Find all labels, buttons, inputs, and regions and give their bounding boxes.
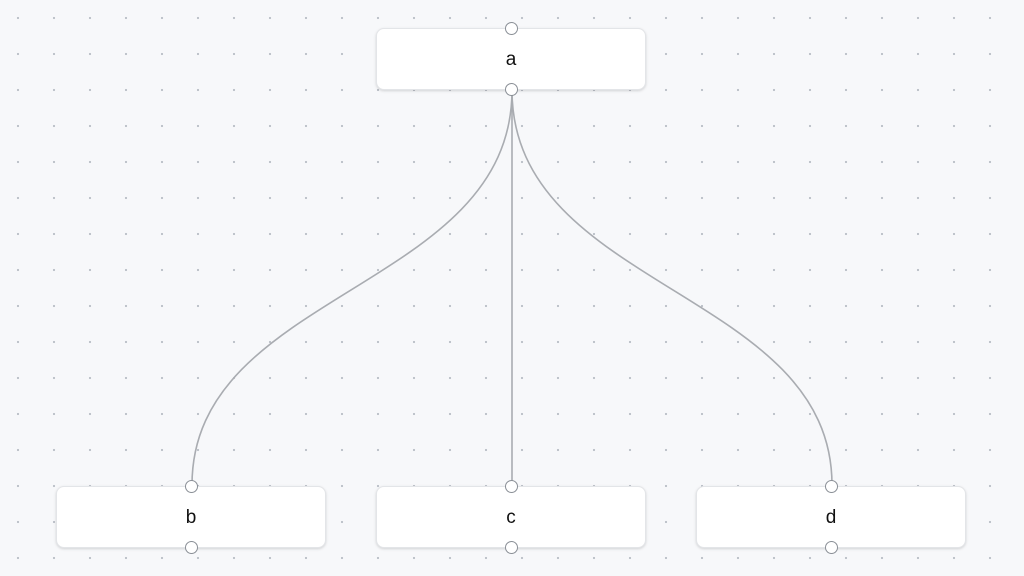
node-c-label: c [506, 506, 516, 528]
node-a-target-handle[interactable] [504, 22, 518, 35]
node-b-target-handle[interactable] [184, 480, 198, 493]
node-b-source-handle[interactable] [184, 541, 198, 554]
node-c[interactable]: c [376, 480, 646, 554]
node-a-source-handle[interactable] [504, 83, 518, 96]
node-d-source-handle[interactable] [824, 541, 838, 554]
node-c-source-handle[interactable] [504, 541, 518, 554]
node-d[interactable]: d [696, 480, 966, 554]
node-d-label: d [825, 506, 837, 528]
edge-a-b[interactable] [191, 89, 513, 486]
edge-a-d[interactable] [511, 89, 833, 486]
node-c-target-handle[interactable] [504, 480, 518, 493]
node-a[interactable]: a [376, 22, 646, 96]
node-b-label: b [185, 506, 197, 528]
node-b[interactable]: b [56, 480, 326, 554]
node-d-target-handle[interactable] [824, 480, 838, 493]
node-a-label: a [505, 48, 517, 70]
